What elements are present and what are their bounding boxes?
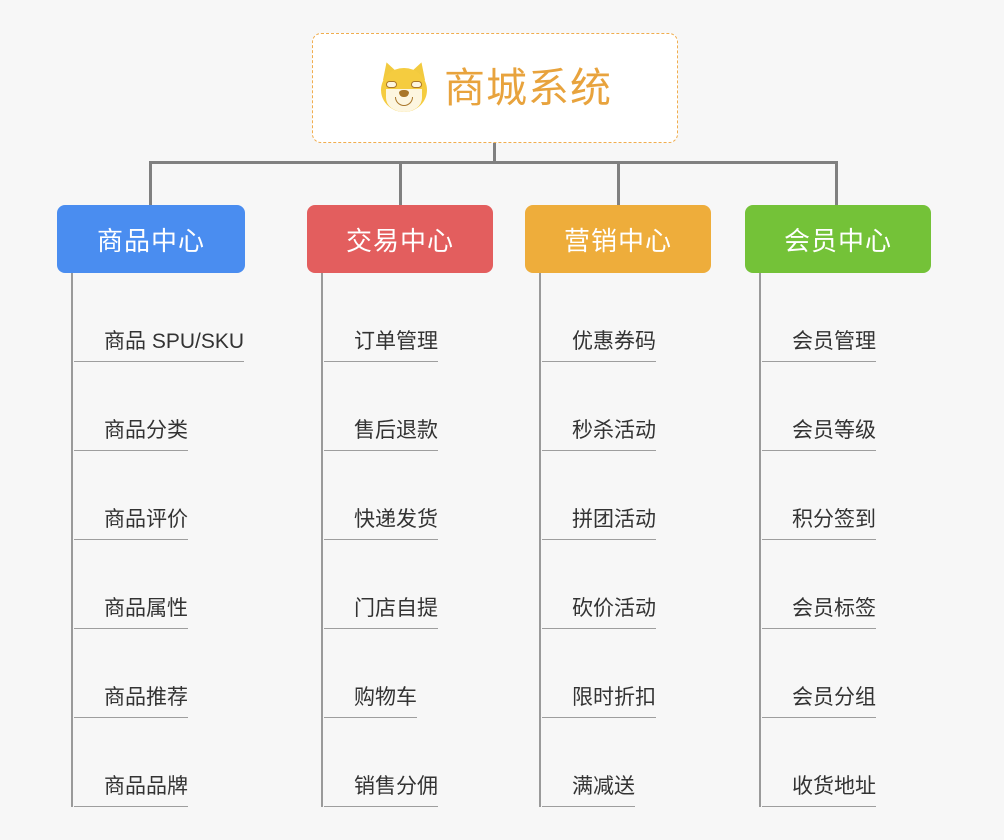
list-item[interactable]: 砍价活动 [542, 540, 711, 629]
leaf-label: 商品 SPU/SKU [74, 330, 245, 362]
list-item[interactable]: 售后退款 [324, 362, 493, 451]
leaf-label: 商品品牌 [74, 775, 188, 807]
branch-marketing-center: 营销中心 优惠券码 秒杀活动 拼团活动 砍价活动 限时折扣 满减送 [525, 205, 711, 807]
root-title: 商城系统 [444, 64, 612, 111]
list-item[interactable]: 会员标签 [762, 540, 931, 629]
connector-drop-4 [835, 161, 838, 205]
connector-drop-2 [399, 161, 402, 205]
list-item[interactable]: 商品品牌 [74, 718, 245, 807]
list-item[interactable]: 门店自提 [324, 540, 493, 629]
leaf-label: 销售分佣 [324, 775, 438, 807]
leaf-label: 会员管理 [762, 330, 876, 362]
list-item[interactable]: 会员管理 [762, 273, 931, 362]
branch-header-product-center[interactable]: 商品中心 [57, 205, 245, 273]
leaf-label: 购物车 [324, 686, 417, 718]
list-item[interactable]: 优惠券码 [542, 273, 711, 362]
branch-header-marketing-center[interactable]: 营销中心 [525, 205, 711, 273]
branch-trade-center: 交易中心 订单管理 售后退款 快递发货 门店自提 购物车 销售分佣 [307, 205, 493, 807]
leaf-label: 商品推荐 [74, 686, 188, 718]
dog-face-icon [377, 59, 431, 114]
branch-header-member-center[interactable]: 会员中心 [745, 205, 931, 273]
leaf-label: 积分签到 [762, 508, 876, 540]
leaf-label: 会员分组 [762, 686, 876, 718]
list-item[interactable]: 商品属性 [74, 540, 245, 629]
leaf-label: 快递发货 [324, 508, 438, 540]
leaf-label: 会员等级 [762, 419, 876, 451]
branch-member-center: 会员中心 会员管理 会员等级 积分签到 会员标签 会员分组 收货地址 [745, 205, 931, 807]
connector-root-stem [493, 143, 496, 164]
list-item[interactable]: 秒杀活动 [542, 362, 711, 451]
branch-label: 营销中心 [563, 225, 672, 256]
leaf-label: 优惠券码 [542, 330, 656, 362]
connector-drop-1 [149, 161, 152, 205]
list-item[interactable]: 会员分组 [762, 629, 931, 718]
list-item[interactable]: 商品评价 [74, 451, 245, 540]
leaf-label: 限时折扣 [542, 686, 656, 718]
branch-header-trade-center[interactable]: 交易中心 [307, 205, 493, 273]
leaf-label: 砍价活动 [542, 597, 656, 629]
leaf-list-trade-center: 订单管理 售后退款 快递发货 门店自提 购物车 销售分佣 [321, 273, 493, 807]
leaf-list-marketing-center: 优惠券码 秒杀活动 拼团活动 砍价活动 限时折扣 满减送 [539, 273, 711, 807]
branch-label: 商品中心 [96, 225, 205, 256]
list-item[interactable]: 会员等级 [762, 362, 931, 451]
leaf-label: 售后退款 [324, 419, 438, 451]
leaf-label: 商品属性 [74, 597, 188, 629]
list-item[interactable]: 满减送 [542, 718, 711, 807]
leaf-label: 满减送 [542, 775, 635, 807]
list-item[interactable]: 拼团活动 [542, 451, 711, 540]
list-item[interactable]: 商品分类 [74, 362, 245, 451]
leaf-label: 订单管理 [324, 330, 438, 362]
list-item[interactable]: 商品 SPU/SKU [74, 273, 245, 362]
list-item[interactable]: 销售分佣 [324, 718, 493, 807]
branch-label: 交易中心 [345, 225, 454, 256]
root-node[interactable]: 商城系统 [312, 33, 678, 143]
list-item[interactable]: 快递发货 [324, 451, 493, 540]
branch-product-center: 商品中心 商品 SPU/SKU 商品分类 商品评价 商品属性 商品推荐 商品品牌 [57, 205, 245, 807]
leaf-label: 秒杀活动 [542, 419, 656, 451]
leaf-label: 商品评价 [74, 508, 188, 540]
list-item[interactable]: 商品推荐 [74, 629, 245, 718]
leaf-label: 会员标签 [762, 597, 876, 629]
connector-drop-3 [617, 161, 620, 205]
connector-horizontal-bar [149, 161, 837, 164]
leaf-label: 收货地址 [762, 775, 876, 807]
list-item[interactable]: 订单管理 [324, 273, 493, 362]
leaf-list-member-center: 会员管理 会员等级 积分签到 会员标签 会员分组 收货地址 [759, 273, 931, 807]
leaf-label: 拼团活动 [542, 508, 656, 540]
list-item[interactable]: 积分签到 [762, 451, 931, 540]
leaf-label: 门店自提 [324, 597, 438, 629]
leaf-list-product-center: 商品 SPU/SKU 商品分类 商品评价 商品属性 商品推荐 商品品牌 [71, 273, 245, 807]
list-item[interactable]: 限时折扣 [542, 629, 711, 718]
leaf-label: 商品分类 [74, 419, 188, 451]
list-item[interactable]: 购物车 [324, 629, 493, 718]
list-item[interactable]: 收货地址 [762, 718, 931, 807]
branch-label: 会员中心 [783, 225, 892, 256]
